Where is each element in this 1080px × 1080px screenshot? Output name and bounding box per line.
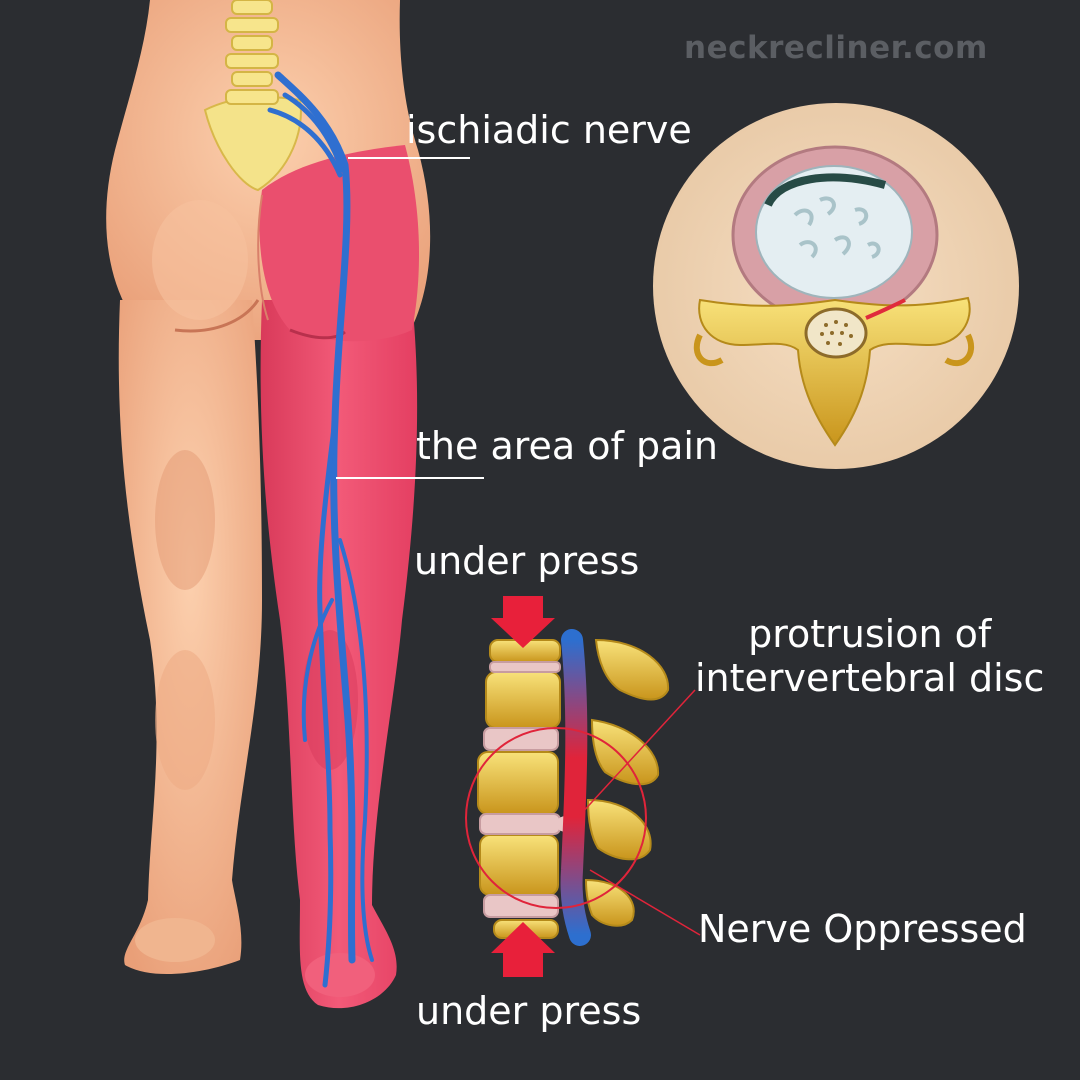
area-of-pain-label: the area of pain [416, 424, 719, 468]
ischiadic-nerve-label: ischiadic nerve [406, 108, 692, 152]
protrusion-label: protrusion of intervertebral disc [695, 612, 1045, 700]
pressure-arrow-bottom [491, 922, 555, 977]
nerve-oppressed-label: Nerve Oppressed [698, 907, 1027, 951]
pressure-arrow-top [491, 596, 555, 648]
under-press-bottom-label: under press [416, 989, 642, 1033]
lateral-spine [465, 596, 701, 977]
protrusion-label-line2: intervertebral disc [695, 655, 1045, 700]
sciatic-nerve [267, 71, 374, 988]
spine-pelvis [203, 0, 302, 192]
vertebra-cross-section [653, 103, 1019, 469]
under-press-top-label: under press [414, 539, 640, 583]
watermark-logo: neckrecliner.com [684, 30, 988, 66]
pain-area-buttock [259, 145, 420, 342]
protrusion-label-line1: protrusion of [748, 612, 992, 656]
